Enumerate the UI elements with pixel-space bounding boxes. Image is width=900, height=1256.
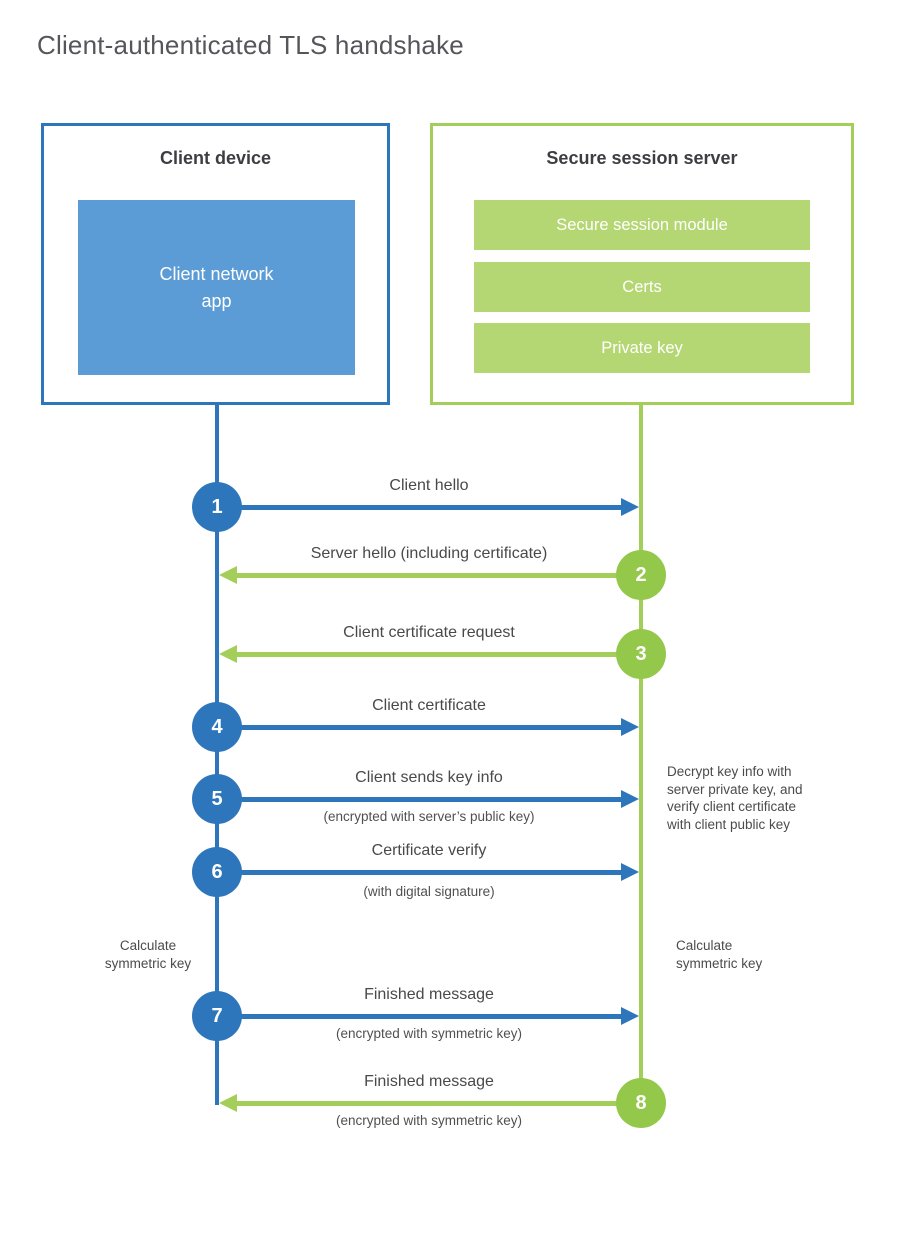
step5-sublabel: (encrypted with server’s public key) [323,809,535,824]
step5-circle: 5 [192,774,242,824]
step4-label: Client certificate [372,697,486,714]
step2-label: Server hello (including certificate) [310,545,548,562]
step7-label: Finished message [364,986,494,1003]
step6-arrow-line [217,870,621,875]
step5-label: Client sends key info [355,769,503,786]
step1-circle: 1 [192,482,242,532]
step2-arrowhead-icon [219,566,237,584]
step1-label: Client hello [389,477,469,494]
step6-sublabel: (with digital signature) [363,884,495,899]
step3-arrowhead-icon [219,645,237,663]
page-title: Client-authenticated TLS handshake [37,30,464,60]
step8-arrow-line [236,1101,641,1106]
step4-arrow-line [217,725,621,730]
step1-arrow-line [217,505,621,510]
step4-arrowhead-icon [621,718,639,736]
step5-arrow-line [217,797,621,802]
calculate-symmetric-key-client-note: Calculate symmetric key [104,938,192,971]
step7-arrow-line [217,1014,621,1019]
step6-label: Certificate verify [371,842,487,859]
decrypt-note: Decrypt key info with server private key… [667,764,803,832]
step6-circle: 6 [192,847,242,897]
server-title: Secure session server [546,148,738,168]
step2-circle: 2 [616,550,666,600]
step1-arrowhead-icon [621,498,639,516]
step5-arrowhead-icon [621,790,639,808]
client-device-box: Client device Client network app [41,123,390,405]
step7-sublabel: (encrypted with symmetric key) [335,1026,523,1041]
server-module-private-key: Private key [474,323,810,373]
step7-arrowhead-icon [621,1007,639,1025]
step6-arrowhead-icon [621,863,639,881]
server-box: Secure session server Secure session mod… [430,123,854,405]
step8-label: Finished message [364,1073,494,1090]
step8-sublabel: (encrypted with symmetric key) [335,1113,523,1128]
server-module-secure-session: Secure session module [474,200,810,250]
client-network-app-box: Client network app [78,200,355,375]
step8-arrowhead-icon [219,1094,237,1112]
step3-circle: 3 [616,629,666,679]
step3-label: Client certificate request [343,624,515,641]
calculate-symmetric-key-server-note: Calculate symmetric key [676,938,763,971]
client-lifeline [215,404,219,1105]
step4-circle: 4 [192,702,242,752]
step8-circle: 8 [616,1078,666,1128]
server-lifeline [639,404,643,1110]
step3-arrow-line [236,652,641,657]
step2-arrow-line [236,573,641,578]
client-device-title: Client device [159,148,272,168]
server-module-certs: Certs [474,262,810,312]
step7-circle: 7 [192,991,242,1041]
